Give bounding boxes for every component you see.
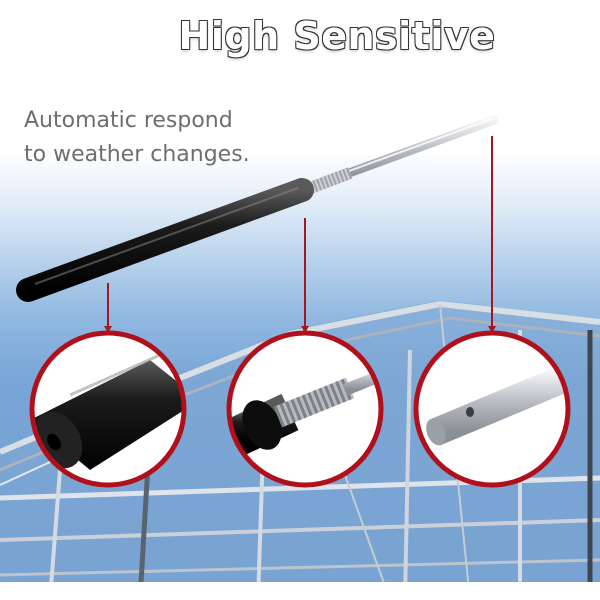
cylinder-end-cap-callout (29, 330, 187, 488)
threaded-joint-callout (226, 330, 384, 488)
rod-tip-callout (413, 330, 571, 488)
threaded-rod-icon (229, 362, 381, 459)
description-line-2: to weather changes. (24, 142, 250, 167)
gas-spring-cylinder (16, 115, 499, 302)
steel-rod-with-pinhole-icon (426, 359, 568, 446)
callout-lines (104, 136, 496, 333)
description-line-1: Automatic respond (24, 108, 233, 133)
headline: High Sensitive (178, 14, 496, 58)
